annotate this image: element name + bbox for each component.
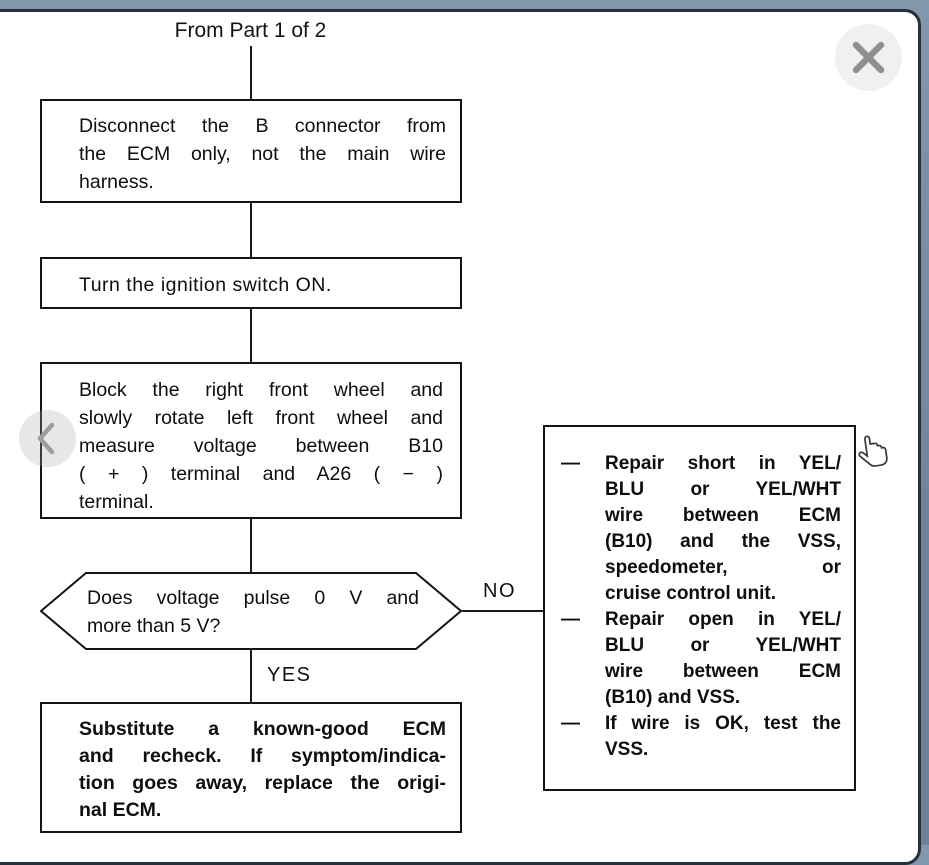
result-text-line: and recheck. If symptom/indica-	[79, 745, 446, 767]
test-vss-item: — If wire is OK, test the VSS.	[545, 711, 841, 763]
step-text-line: the ECM only, not the main wire	[79, 143, 446, 165]
decision-voltage-pulse: Does voltage pulse 0 V and more than 5 V…	[40, 572, 462, 650]
step-measure-voltage: Block the right front wheel and slowly r…	[40, 362, 462, 519]
bullet-text-line: wire between ECM	[605, 661, 841, 682]
step-text-line: measure voltage between B10	[79, 435, 443, 457]
flowchart-stage: From Part 1 of 2 Disconnect the B connec…	[19, 19, 902, 833]
step-text-line: Disconnect the B connector from	[79, 115, 446, 137]
connector-line	[250, 203, 252, 257]
no-branch-line	[462, 610, 544, 612]
yes-branch-label: YES	[267, 664, 312, 686]
close-button[interactable]	[835, 24, 902, 91]
bullet-text-line: (B10) and the VSS,	[605, 531, 841, 552]
bullet-text-line: BLU or YEL/WHT	[605, 635, 841, 656]
decision-text-line: Does voltage pulse 0 V and	[87, 587, 419, 609]
bullet-text-line: (B10) and VSS.	[605, 687, 741, 708]
bullet-text-line: Repair short in YEL/	[605, 453, 841, 474]
bullet-text-line: Repair open in YEL/	[605, 609, 841, 630]
bullet-text-line: BLU or YEL/WHT	[605, 479, 841, 500]
step-text-line: slowly rotate left front wheel and	[79, 407, 443, 429]
bullet-text-line: If wire is OK, test the	[605, 713, 841, 734]
no-branch-label: NO	[483, 580, 516, 602]
bullet-text-line: speedometer, or	[605, 557, 841, 578]
result-substitute-ecm: Substitute a known-good ECM and recheck.…	[40, 702, 462, 833]
bullet-text-line: wire between ECM	[605, 505, 841, 526]
connector-line	[250, 46, 252, 99]
repair-short-item: — Repair short in YEL/ BLU or YEL/WHT wi…	[545, 451, 841, 607]
hexagon-shape	[40, 572, 462, 650]
hand-pointer-icon	[854, 431, 892, 478]
connector-line	[250, 309, 252, 362]
step-text-line: harness.	[79, 171, 154, 193]
bullet-text-line: cruise control unit.	[605, 583, 777, 604]
result-repair-wire: — Repair short in YEL/ BLU or YEL/WHT wi…	[543, 425, 856, 791]
bullet-dash: —	[561, 713, 580, 734]
step-text-line: terminal.	[79, 491, 154, 513]
result-text-line: tion goes away, replace the origi-	[79, 772, 446, 794]
step-text-line: Turn the ignition switch ON.	[79, 274, 332, 296]
result-text-line: nal ECM.	[79, 799, 162, 821]
from-part-label: From Part 1 of 2	[174, 19, 327, 42]
bullet-dash: —	[561, 453, 580, 474]
connector-line	[250, 519, 252, 572]
repair-open-item: — Repair open in YEL/ BLU or YEL/WHT wir…	[545, 607, 841, 711]
step-text-line: Block the right front wheel and	[79, 379, 443, 401]
close-icon	[852, 41, 885, 74]
previous-page-button[interactable]	[19, 410, 76, 467]
connector-line	[250, 650, 252, 702]
decision-text-line: more than 5 V?	[87, 615, 221, 637]
step-text-line: ( + ) terminal and A26 ( − )	[79, 463, 443, 485]
step-disconnect-connector: Disconnect the B connector from the ECM …	[40, 99, 462, 203]
result-text-line: Substitute a known-good ECM	[79, 718, 446, 740]
chevron-left-icon	[37, 422, 55, 455]
bullet-text-line: VSS.	[605, 739, 649, 760]
step-ignition-on: Turn the ignition switch ON.	[40, 257, 462, 309]
bullet-dash: —	[561, 609, 580, 630]
